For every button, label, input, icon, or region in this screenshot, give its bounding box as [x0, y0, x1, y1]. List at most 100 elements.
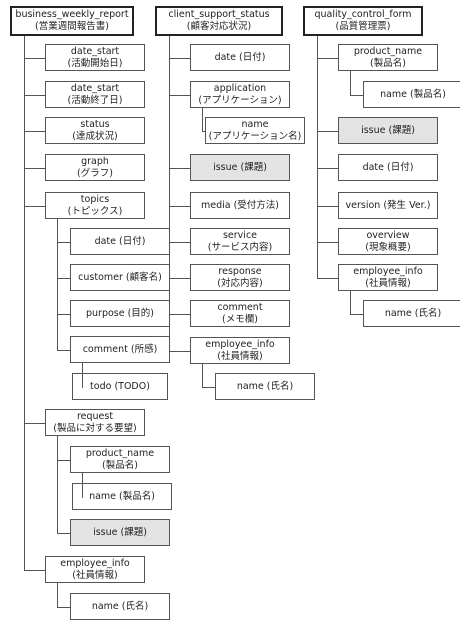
node-name: name (氏名)	[363, 300, 460, 327]
node-comment: comment(メモ欄)	[190, 300, 290, 327]
node-sublabel: (活動終了日)	[67, 94, 123, 106]
connector-line	[24, 423, 45, 424]
node-sublabel: (達成状況)	[72, 130, 118, 142]
node-label: employee_info	[60, 557, 130, 569]
connector-line	[169, 36, 170, 352]
connector-line	[202, 108, 203, 132]
connector-line	[24, 95, 45, 96]
connector-line	[317, 206, 338, 207]
node-label: date (日付)	[94, 235, 146, 247]
node-application: application(アプリケーション)	[190, 81, 290, 108]
connector-line	[202, 131, 205, 132]
connector-line	[317, 278, 338, 279]
node-sublabel: (グラフ)	[77, 167, 113, 179]
connector-line	[57, 350, 70, 351]
node-name: name (氏名)	[215, 373, 315, 400]
node-label: service	[222, 229, 258, 241]
node-customer: customer (顧客名)	[70, 264, 170, 291]
node-employee-info: employee_info(社員情報)	[338, 264, 438, 291]
node-label: name (氏名)	[384, 307, 442, 319]
node-date-start-2: date_start(活動終了日)	[45, 81, 145, 108]
connector-line	[24, 206, 45, 207]
node-overview: overview(現象概要)	[338, 228, 438, 255]
node-service: service(サービス内容)	[190, 228, 290, 255]
node-issue: issue (課題)	[338, 117, 438, 144]
node-label: date_start	[70, 45, 120, 57]
root-node: quality_control_form(品質管理票)	[303, 6, 423, 36]
node-name: name (製品名)	[363, 81, 460, 108]
connector-line	[169, 168, 190, 169]
node-label: issue (課題)	[361, 124, 415, 136]
node-label: customer (顧客名)	[78, 271, 162, 283]
node-date: date (日付)	[190, 44, 290, 71]
node-sublabel: (メモ欄)	[222, 313, 258, 325]
node-label: name	[241, 118, 269, 130]
node-name: name (氏名)	[70, 593, 170, 620]
root-node: client_support_status(顧客対応状況)	[155, 6, 283, 36]
node-label: purpose (目的)	[85, 307, 155, 319]
node-sublabel: (社員情報)	[72, 569, 118, 581]
connector-line	[202, 387, 215, 388]
node-sublabel: (製品に対する要望)	[53, 422, 137, 434]
node-label: name (製品名)	[89, 490, 155, 502]
node-date: date (日付)	[70, 228, 170, 255]
connector-line	[24, 570, 45, 571]
node-date: date (日付)	[338, 154, 438, 181]
connector-line	[317, 242, 338, 243]
connector-line	[57, 583, 58, 608]
node-label: graph	[81, 155, 109, 167]
connector-line	[169, 278, 190, 279]
connector-line	[57, 607, 70, 608]
node-label: client_support_status	[168, 9, 270, 20]
node-sublabel: (アプリケーション)	[198, 94, 282, 106]
node-version: version (発生 Ver.)	[338, 192, 438, 219]
node-label: date (日付)	[214, 51, 266, 63]
connector-line	[317, 36, 318, 279]
node-label: comment (所感)	[82, 343, 158, 355]
connector-line	[169, 206, 190, 207]
node-sublabel: (サービス内容)	[207, 241, 273, 253]
connector-line	[24, 168, 45, 169]
node-label: date (日付)	[362, 161, 414, 173]
connector-line	[350, 314, 363, 315]
node-label: issue (課題)	[93, 526, 147, 538]
connector-line	[169, 58, 190, 59]
node-label: request	[76, 410, 114, 422]
node-product-name: product_name(製品名)	[338, 44, 438, 71]
node-label: employee_info	[353, 265, 423, 277]
node-label: product_name	[353, 45, 423, 57]
connector-line	[57, 242, 70, 243]
node-status: status(達成状況)	[45, 117, 145, 144]
connector-line	[317, 131, 338, 132]
node-label: date_start	[70, 82, 120, 94]
node-label: business_weekly_report	[15, 9, 129, 20]
node-name: name(アプリケーション名)	[205, 117, 305, 144]
connector-line	[57, 533, 70, 534]
node-sublabel: (製品名)	[102, 459, 138, 471]
node-sublabel: (顧客対応状況)	[186, 21, 252, 32]
connector-line	[169, 95, 190, 96]
connector-line	[57, 278, 70, 279]
node-sublabel: (活動開始日)	[67, 57, 123, 69]
node-label: product_name	[85, 447, 155, 459]
connector-line	[24, 58, 45, 59]
node-label: quality_control_form	[314, 9, 412, 20]
node-label: topics	[80, 193, 110, 205]
node-todo: todo (TODO)	[72, 373, 168, 400]
connector-line	[317, 168, 338, 169]
connector-line	[57, 219, 58, 351]
node-purpose: purpose (目的)	[70, 300, 170, 327]
node-label: overview	[366, 229, 410, 241]
node-label: issue (課題)	[213, 161, 267, 173]
node-employee-info: employee_info(社員情報)	[190, 337, 290, 364]
node-employee-info: employee_info(社員情報)	[45, 556, 145, 583]
connector-line	[350, 95, 363, 96]
connector-line	[169, 242, 190, 243]
node-response: response(対応内容)	[190, 264, 290, 291]
connector-line	[169, 314, 190, 315]
node-request: request(製品に対する要望)	[45, 409, 145, 436]
node-issue: issue (課題)	[70, 519, 170, 546]
node-sublabel: (営業週間報告書)	[35, 21, 109, 32]
connector-line	[24, 131, 45, 132]
